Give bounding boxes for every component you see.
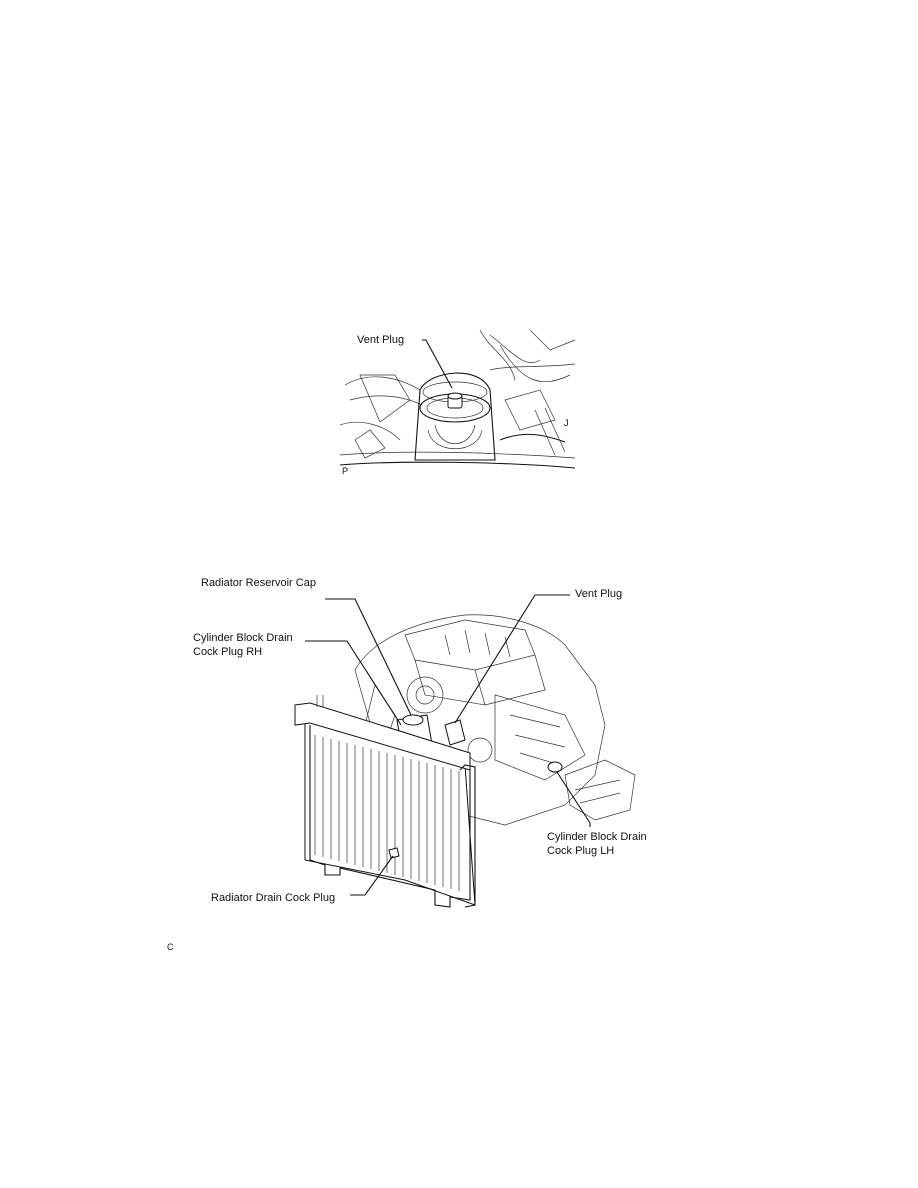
vent-plug-closeup-illustration	[339, 329, 576, 469]
cylinder-block-drain-lh-label-line1: Cylinder Block Drain	[547, 831, 647, 843]
cooling-system-drain-figure: Radiator Reservoir Cap Vent Plug Cylinde…	[165, 575, 665, 955]
cylinder-block-drain-lh-label-line2: Cock Plug LH	[547, 845, 615, 857]
radiator-reservoir-cap-label: Radiator Reservoir Cap	[201, 577, 316, 589]
figure-corner-code-left: P	[342, 466, 349, 476]
vent-plug-closeup-figure: Vent Plug P J	[339, 329, 576, 480]
cylinder-block-drain-rh-label-line1: Cylinder Block Drain	[193, 632, 293, 644]
radiator-drain-cock-plug-label: Radiator Drain Cock Plug	[211, 892, 336, 904]
vent-plug-label: Vent Plug	[357, 334, 405, 346]
figure-corner-code-right: J	[564, 418, 569, 428]
cylinder-block-drain-rh-label-line2: Cock Plug RH	[193, 646, 263, 658]
vent-plug-label: Vent Plug	[575, 588, 623, 600]
figure-corner-code: C	[167, 942, 174, 952]
engine-radiator-illustration	[294, 594, 636, 908]
